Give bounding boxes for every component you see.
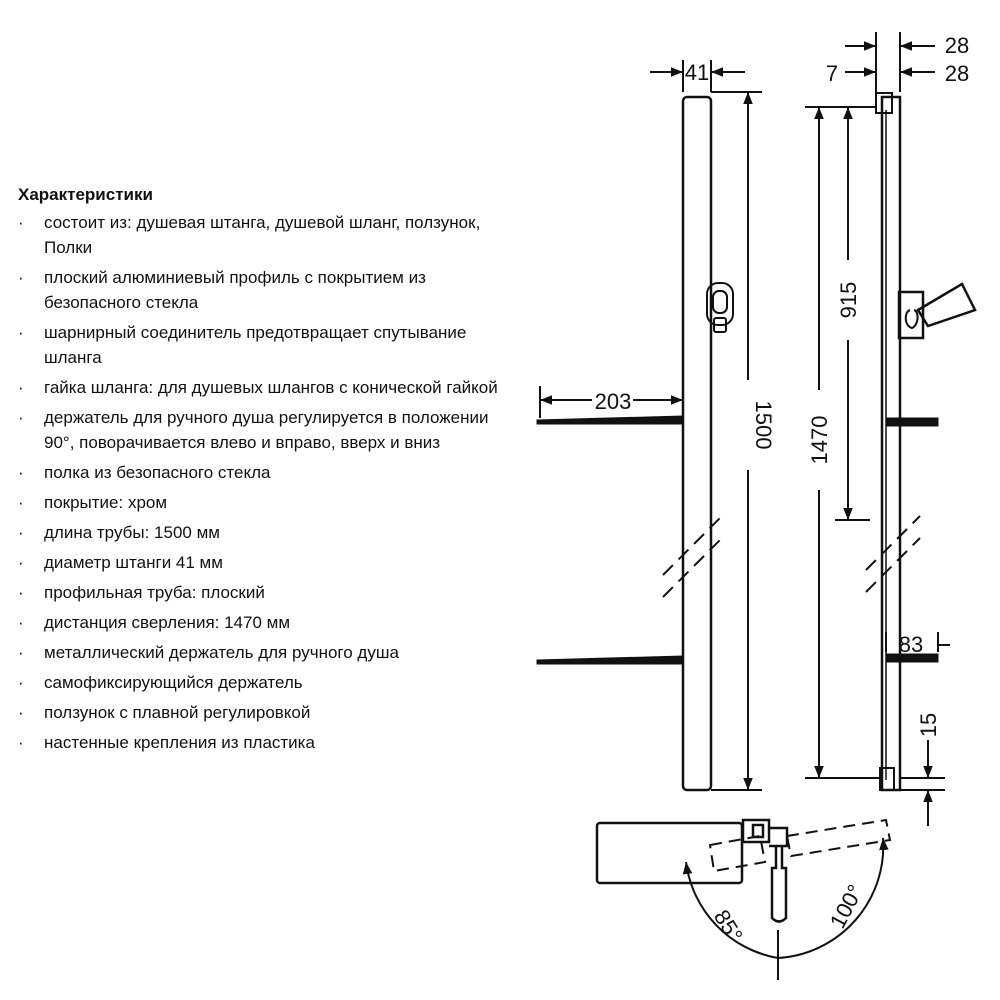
side-view xyxy=(805,32,977,826)
bullet-marker: · xyxy=(18,553,24,572)
break-mark-side xyxy=(865,515,921,593)
spec-item: · гайка шланга: для душевых шлангов с кон… xyxy=(18,375,518,400)
spec-item: · ползунок с плавной регулировкой xyxy=(18,700,518,725)
label-bottom-offset: 15 xyxy=(916,713,941,737)
bullet-marker: · xyxy=(18,613,24,632)
bullet-marker: · xyxy=(18,733,24,752)
spec-item-text: шарнирный соединитель предотвращает спут… xyxy=(44,323,467,367)
spec-item-text: гайка шланга: для душевых шлангов с кони… xyxy=(44,378,498,397)
spec-item-text: покрытие: хром xyxy=(44,493,168,512)
label-side-offset: 7 xyxy=(826,61,838,86)
holder-top-view xyxy=(741,818,789,923)
shower-bar-side xyxy=(880,95,902,792)
spec-item-text: ползунок с плавной регулировкой xyxy=(44,703,311,722)
spec-item-text: металлический держатель для ручного душа xyxy=(44,643,399,662)
spec-item-text: полка из безопасного стекла xyxy=(44,463,271,482)
lower-shelf-front xyxy=(536,655,684,665)
spec-item: · настенные крепления из пластика xyxy=(18,730,518,755)
label-slider-height: 915 xyxy=(836,282,861,319)
spec-item-text: плоский алюминиевый профиль с покрытием … xyxy=(44,268,426,312)
label-angle-left: 85° xyxy=(709,905,748,946)
spec-item-text: дистанция сверления: 1470 мм xyxy=(44,613,291,632)
dimension-drill-distance xyxy=(805,106,880,779)
label-bar-length: 1500 xyxy=(751,401,776,450)
spec-item: · длина трубы: 1500 мм xyxy=(18,520,518,545)
upper-shelf-front xyxy=(536,415,684,425)
spec-item: · металлический держатель для ручного душ… xyxy=(18,640,518,665)
bullet-marker: · xyxy=(18,408,24,427)
rotated-positions xyxy=(708,818,892,873)
bullet-marker: · xyxy=(18,378,24,397)
spec-item: · профильная труба: плоский xyxy=(18,580,518,605)
specifications-title: Характеристики xyxy=(18,185,153,204)
spec-item-text: длина трубы: 1500 мм xyxy=(44,523,220,542)
label-angle-right: 100° xyxy=(825,881,868,933)
bullet-marker: · xyxy=(18,463,24,482)
dimension-front-width xyxy=(650,60,745,92)
bullet-marker: · xyxy=(18,323,24,342)
spec-item-text: состоит из: душевая штанга, душевой шлан… xyxy=(44,213,481,257)
dimension-side-top xyxy=(845,32,935,92)
bullet-marker: · xyxy=(18,703,24,722)
spec-item: · держатель для ручного душа регулируется… xyxy=(18,405,518,455)
angle-arcs xyxy=(682,837,889,980)
bullet-marker: · xyxy=(18,523,24,542)
bullet-marker: · xyxy=(18,673,24,692)
dimension-slider-height xyxy=(835,106,876,521)
label-side-top-a: 28 xyxy=(945,33,969,58)
front-view xyxy=(536,60,762,792)
hand-shower-side xyxy=(897,282,977,340)
spec-item-text: диаметр штанги 41 мм xyxy=(44,553,223,572)
bullet-marker: · xyxy=(18,213,24,232)
bullet-marker: · xyxy=(18,268,24,287)
specifications-list: · состоит из: душевая штанга, душевой шла… xyxy=(18,210,518,755)
label-front-width: 41 xyxy=(685,60,709,85)
spec-item-text: профильная труба: плоский xyxy=(44,583,265,602)
slider-holder-front xyxy=(706,282,734,333)
bottom-bracket-side xyxy=(879,767,895,791)
spec-item: · диаметр штанги 41 мм xyxy=(18,550,518,575)
top-bracket-side xyxy=(875,92,893,114)
dimension-bar-length xyxy=(711,91,762,791)
label-drill-distance: 1470 xyxy=(807,416,832,465)
dimension-bottom-offset xyxy=(900,740,945,826)
spec-item: · состоит из: душевая штанга, душевой шла… xyxy=(18,210,518,260)
bullet-marker: · xyxy=(18,643,24,662)
spec-item: · полка из безопасного стекла xyxy=(18,460,518,485)
spec-item-text: держатель для ручного душа регулируется … xyxy=(44,408,489,452)
spec-item: · покрытие: хром xyxy=(18,490,518,515)
shower-bar-front xyxy=(681,95,713,792)
spec-item: · шарнирный соединитель предотвращает спу… xyxy=(18,320,518,370)
spec-item: · самофиксирующийся держатель xyxy=(18,670,518,695)
bullet-marker: · xyxy=(18,493,24,512)
label-side-top-b: 28 xyxy=(945,61,969,86)
label-shelf-depth: 203 xyxy=(595,389,632,414)
spec-item: · дистанция сверления: 1470 мм xyxy=(18,610,518,635)
dimension-lower-depth xyxy=(885,632,950,652)
bullet-marker: · xyxy=(18,583,24,602)
lower-shelf-side xyxy=(885,653,939,663)
top-view xyxy=(595,818,892,980)
spec-item-text: самофиксирующийся держатель xyxy=(44,673,303,692)
spec-item: · плоский алюминиевый профиль с покрытием… xyxy=(18,265,518,315)
label-lower-depth: 83 xyxy=(899,632,923,657)
specifications-panel: Характеристики · состоит из: душевая штан… xyxy=(18,183,518,760)
dimension-shelf-depth xyxy=(539,386,683,418)
spec-item-text: настенные крепления из пластика xyxy=(44,733,315,752)
bar-top-view xyxy=(595,821,744,885)
break-mark-front xyxy=(662,517,721,598)
upper-shelf-side xyxy=(885,417,939,427)
